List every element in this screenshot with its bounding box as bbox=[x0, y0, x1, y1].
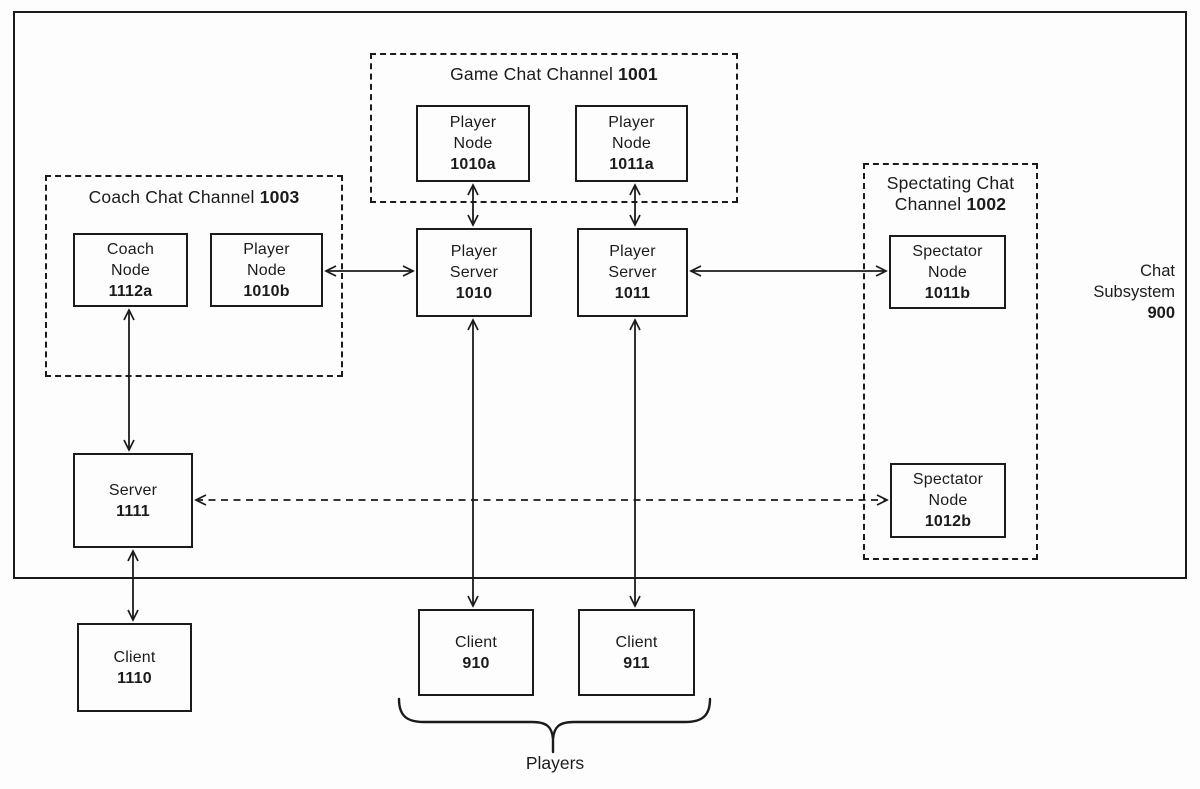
game-chat-channel-title: Game Chat Channel 1001 bbox=[450, 64, 658, 84]
chat-subsystem-label: Chat Subsystem 900 bbox=[1093, 262, 1175, 322]
coach-chat-channel-title: Coach Chat Channel 1003 bbox=[88, 187, 300, 207]
box-player-node-1010b: Player Node 1010b bbox=[210, 233, 323, 307]
players-brace bbox=[397, 697, 712, 754]
box-client-911: Client 911 bbox=[578, 609, 695, 696]
box-server-1111: Server 1111 bbox=[73, 453, 193, 548]
players-label: Players bbox=[525, 753, 585, 773]
box-player-node-1010a: Player Node 1010a bbox=[416, 105, 530, 182]
box-player-server-1011: Player Server 1011 bbox=[577, 228, 688, 317]
box-spectator-node-1012b: Spectator Node 1012b bbox=[890, 463, 1006, 538]
box-spectator-node-1011b: Spectator Node 1011b bbox=[889, 235, 1006, 309]
box-player-node-1011a: Player Node 1011a bbox=[575, 105, 688, 182]
chat-subsystem-border bbox=[13, 11, 1187, 579]
game-chat-channel-container: Game Chat Channel 1001 bbox=[370, 53, 738, 203]
box-coach-node-1112a: Coach Node 1112a bbox=[73, 233, 188, 307]
box-client-910: Client 910 bbox=[418, 609, 534, 696]
box-player-server-1010: Player Server 1010 bbox=[416, 228, 532, 317]
box-client-1110: Client 1110 bbox=[77, 623, 192, 712]
